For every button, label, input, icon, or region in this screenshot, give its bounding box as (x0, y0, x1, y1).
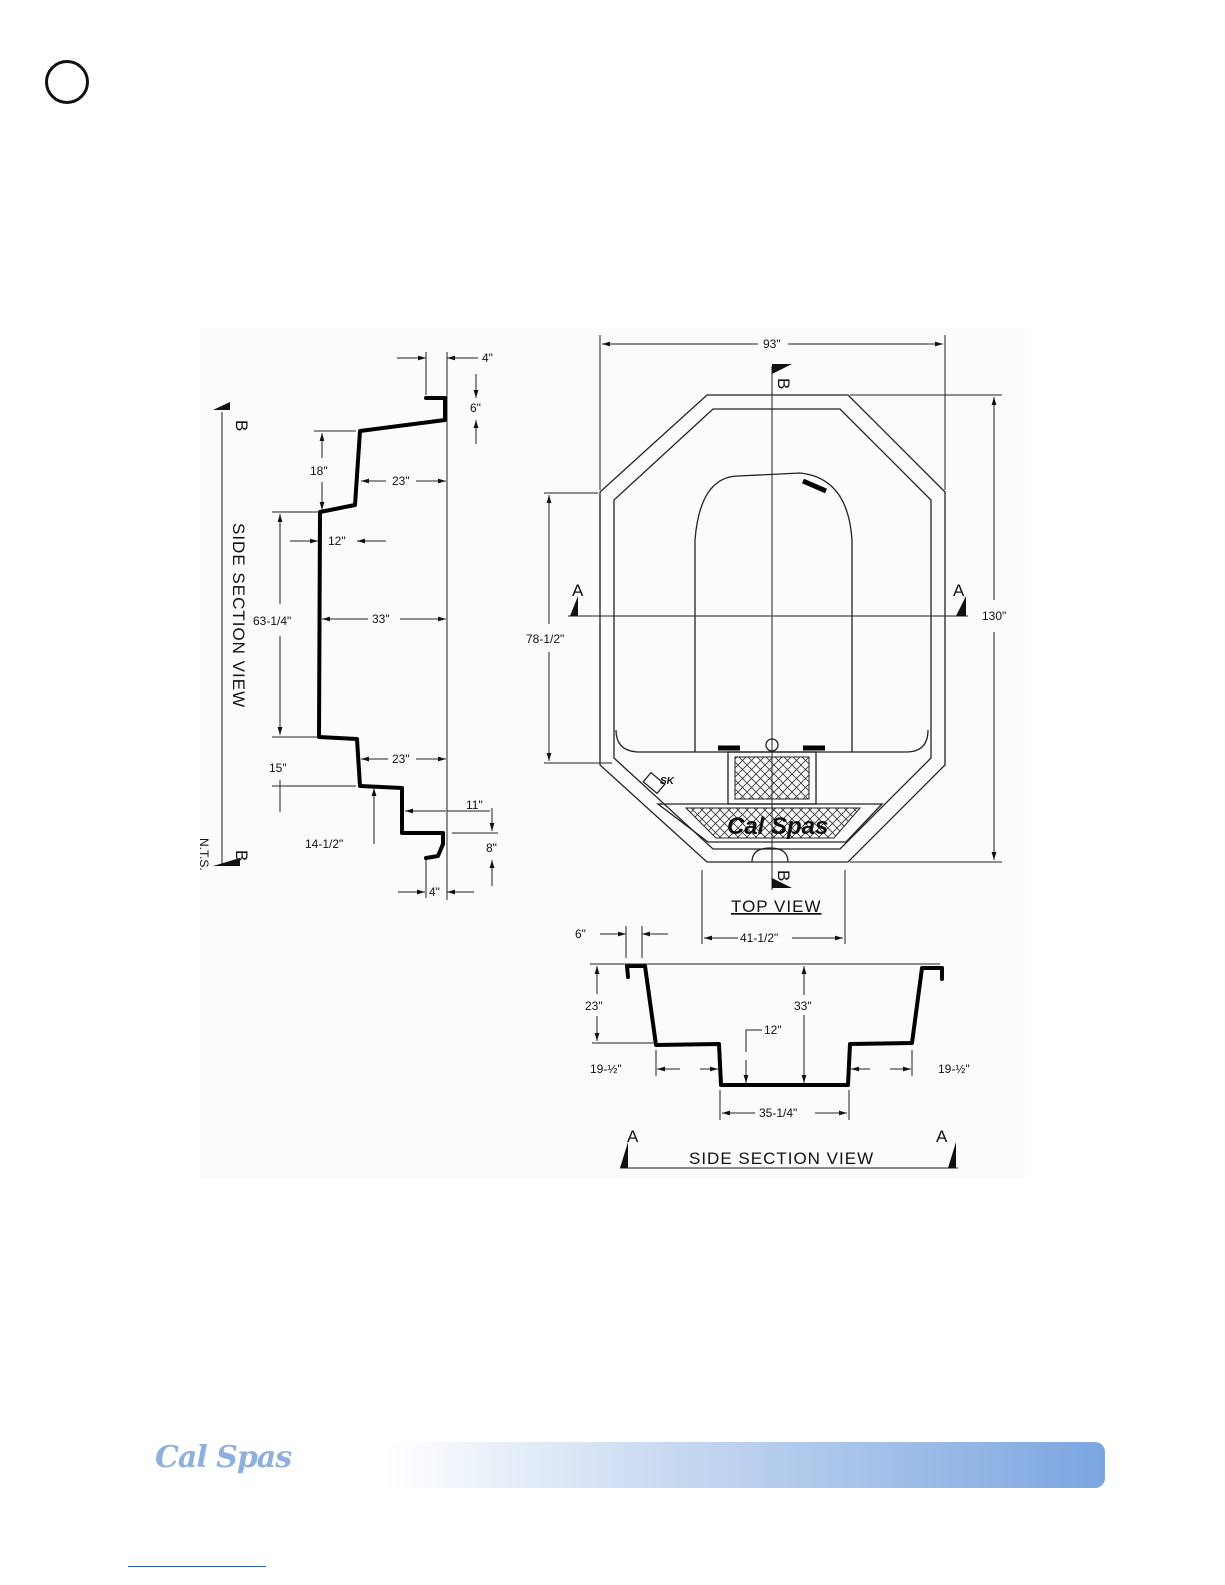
dim-bench-height: 23" (585, 999, 603, 1013)
dim-step1-depth: 23" (392, 474, 410, 488)
dim-top-width: 4" (482, 351, 493, 365)
left-view-title: SIDE SECTION VIEW (229, 523, 248, 708)
side-section-view-b: B B SIDE SECTION VIEW N.T.S. 4" 6" 18" 2… (197, 351, 498, 900)
dim-inner-length: 78-1/2" (526, 632, 564, 646)
skimmer-label: SK (660, 776, 675, 787)
top-view-title: TOP VIEW (731, 897, 822, 916)
top-view: Cal Spas SK A A B B 93" (526, 335, 1006, 916)
dim-step1-height: 18" (310, 464, 328, 478)
lounger (695, 473, 852, 752)
bottom-view-title: SIDE SECTION VIEW (689, 1149, 874, 1168)
dim-footwell-depth: 12" (764, 1023, 782, 1037)
bottom-profile (627, 966, 942, 1085)
dim-total-depth: 33" (794, 999, 812, 1013)
dim-step2-height: 15" (269, 761, 287, 775)
dim-main-depth: 33" (372, 612, 390, 626)
dim-lip-height: 6" (470, 401, 481, 415)
dim-step2-depth: 23" (392, 752, 410, 766)
pillow (803, 481, 826, 491)
dim-seat-depth: 12" (328, 534, 346, 548)
section-view-a-right: A (936, 1127, 948, 1146)
section-view-a-left: A (627, 1127, 639, 1146)
left-profile (319, 398, 445, 858)
dim-bottom-width: 4" (429, 885, 440, 899)
footer-bar (385, 1442, 1105, 1488)
footer-link-underline (128, 1566, 266, 1567)
dim-bench-left: 19-½" (590, 1062, 622, 1076)
section-a-right-label: A (953, 581, 965, 600)
dim-bench-right: 19-½" (938, 1062, 970, 1076)
control-pad (752, 848, 788, 862)
dim-step3-depth: 11" (466, 798, 483, 812)
section-b-top-marker: B (774, 378, 793, 390)
dim-lip-width: 6" (575, 927, 586, 941)
section-b-bottom-label: B (232, 850, 251, 862)
dim-main-height: 63-1/4" (253, 614, 291, 628)
dim-footwell-width: 35-1/4" (759, 1106, 797, 1120)
dim-overall-width: 93" (763, 337, 781, 351)
section-b-top-label: B (232, 420, 251, 432)
section-a-left-label: A (572, 581, 584, 600)
section-b-bottom-marker: B (774, 870, 793, 882)
dim-overall-length: 130" (982, 609, 1006, 623)
dim-bottom-width-41: 41-1/2" (740, 931, 778, 945)
section-arrow-top (213, 402, 230, 410)
footer-logo: Cal Spas (155, 1440, 291, 1475)
scale-note: N.T.S. (197, 838, 211, 871)
dim-bottom-lip-height: 8" (486, 841, 497, 855)
step-logo: Cal Spas (727, 813, 828, 840)
dim-step3-height: 14-1/2" (305, 837, 343, 851)
